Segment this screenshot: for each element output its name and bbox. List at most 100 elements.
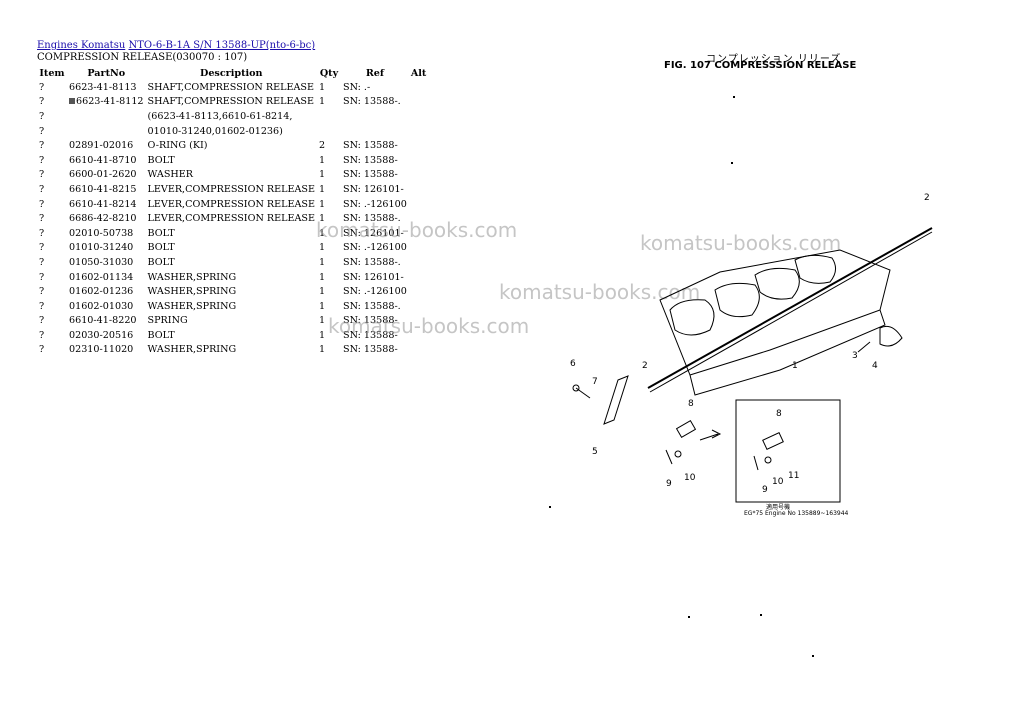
- row-partno: 01602-01030: [67, 299, 146, 314]
- row-qty: 1: [317, 343, 341, 358]
- row-alt: [409, 343, 429, 358]
- col-qty: Qty: [319, 67, 339, 79]
- row-alt: [409, 109, 429, 124]
- row-partno-text: 6686-42-8210: [69, 213, 137, 225]
- figure-title: FIG. 107 COMPRESSSION RELEASE: [664, 60, 857, 71]
- row-item-text: ?: [39, 242, 45, 254]
- row-item: ?: [37, 168, 67, 183]
- callout: 8: [776, 409, 782, 419]
- row-alt: [409, 255, 429, 270]
- row-alt: [409, 124, 429, 139]
- row-ref: SN: 13588-.: [341, 255, 409, 270]
- row-partno-text: 01602-01236: [69, 286, 134, 298]
- row-description: BOLT: [146, 328, 317, 343]
- row-ref: SN: 13588-: [341, 343, 409, 358]
- breadcrumb-engines-link[interactable]: Engines Komatsu: [37, 40, 126, 51]
- scan-speck: [731, 162, 733, 164]
- row-ref: SN: .-126100: [341, 241, 409, 256]
- row-alt: [409, 95, 429, 110]
- callout: 2: [924, 193, 930, 203]
- row-qty: 1: [317, 226, 341, 241]
- row-qty: 1: [317, 95, 341, 110]
- row-ref-text: SN: 13588-.: [343, 96, 401, 108]
- row-ref: SN: 13588-: [341, 314, 409, 329]
- row-qty-text: 1: [319, 286, 326, 298]
- row-item-text: ?: [39, 96, 45, 108]
- row-qty: 1: [317, 241, 341, 256]
- row-partno: 6623-41-8113: [67, 80, 146, 95]
- row-partno-text: 02891-02016: [69, 140, 134, 152]
- row-ref-text: SN: 126101-: [343, 227, 404, 239]
- row-partno-text: 6610-41-8215: [69, 183, 137, 195]
- row-description: 01010-31240,01602-01236): [146, 124, 317, 139]
- row-item-text: ?: [39, 315, 45, 327]
- row-description: BOLT: [146, 153, 317, 168]
- row-ref-text: SN: 13588-: [343, 344, 398, 356]
- row-ref: [341, 124, 409, 139]
- row-alt: [409, 80, 429, 95]
- row-partno: 02891-02016: [67, 138, 146, 153]
- row-ref-text: SN: .-126100: [343, 286, 407, 298]
- row-alt: [409, 197, 429, 212]
- row-description-text: WASHER,SPRING: [147, 286, 237, 298]
- row-qty-text: 1: [319, 198, 326, 210]
- valve-cover-3: [754, 267, 800, 300]
- row-ref: SN: 126101-: [341, 270, 409, 285]
- row-item-text: ?: [39, 271, 45, 283]
- row-ref-text: SN: 13588-: [343, 140, 398, 152]
- row-item: ?: [37, 197, 67, 212]
- row-ref-text: SN: 13588-.: [343, 300, 401, 312]
- row-description: BOLT: [146, 226, 317, 241]
- row-partno-text: 6623-41-8112: [76, 96, 144, 108]
- callout: 6: [570, 359, 576, 369]
- row-ref: SN: 13588-: [341, 138, 409, 153]
- row-partno: [67, 109, 146, 124]
- row-partno: 6623-41-8112: [67, 95, 146, 110]
- row-qty-text: 1: [319, 227, 326, 239]
- row-description: WASHER,SPRING: [146, 270, 317, 285]
- row-description-text: WASHER: [147, 169, 194, 181]
- row-qty-text: 1: [319, 213, 326, 225]
- row-partno: 6610-41-8220: [67, 314, 146, 329]
- row-ref-text: SN: .-126100: [343, 198, 407, 210]
- row-qty: 1: [317, 182, 341, 197]
- row-item-text: ?: [39, 198, 45, 210]
- callout: 4: [872, 361, 878, 371]
- selected-marker-icon: [69, 98, 75, 105]
- row-partno-text: 01010-31240: [69, 242, 134, 254]
- row-alt: [409, 182, 429, 197]
- row-partno: [67, 124, 146, 139]
- row-description-text: LEVER,COMPRESSION RELEASE: [147, 213, 316, 225]
- row-description-text: WASHER,SPRING: [147, 300, 237, 312]
- row-ref: SN: .-126100: [341, 197, 409, 212]
- row-ref: SN: 13588-: [341, 153, 409, 168]
- row-partno-text: 02030-20516: [69, 329, 134, 341]
- row-qty: 1: [317, 197, 341, 212]
- row-partno-text: 01050-31030: [69, 256, 134, 268]
- row-item-text: ?: [39, 286, 45, 298]
- breadcrumb-model-link[interactable]: NTO-6-B-1A S/N 13588-UP(nto-6-bc): [128, 40, 316, 51]
- row-ref-text: SN: 126101-: [343, 271, 404, 283]
- row-ref-text: SN: 126101-: [343, 183, 404, 195]
- table-row: ?01010-31240,01602-01236): [37, 124, 428, 139]
- engine-head-lower: [689, 309, 886, 396]
- callout: 8: [688, 399, 694, 409]
- callout: 11: [788, 471, 799, 481]
- row-ref: SN: .-126100: [341, 284, 409, 299]
- row-item-text: ?: [39, 213, 45, 225]
- detail-box: [735, 399, 841, 503]
- row-qty-text: 1: [319, 344, 326, 356]
- row-qty-text: 2: [319, 140, 326, 152]
- row-item: ?: [37, 284, 67, 299]
- bolt-9: [665, 449, 673, 465]
- row-description: SHAFT,COMPRESSION RELEASE: [146, 80, 317, 95]
- row-ref-text: SN: .-126100: [343, 242, 407, 254]
- row-description-text: SHAFT,COMPRESSION RELEASE: [147, 81, 314, 93]
- row-qty-text: 1: [319, 329, 326, 341]
